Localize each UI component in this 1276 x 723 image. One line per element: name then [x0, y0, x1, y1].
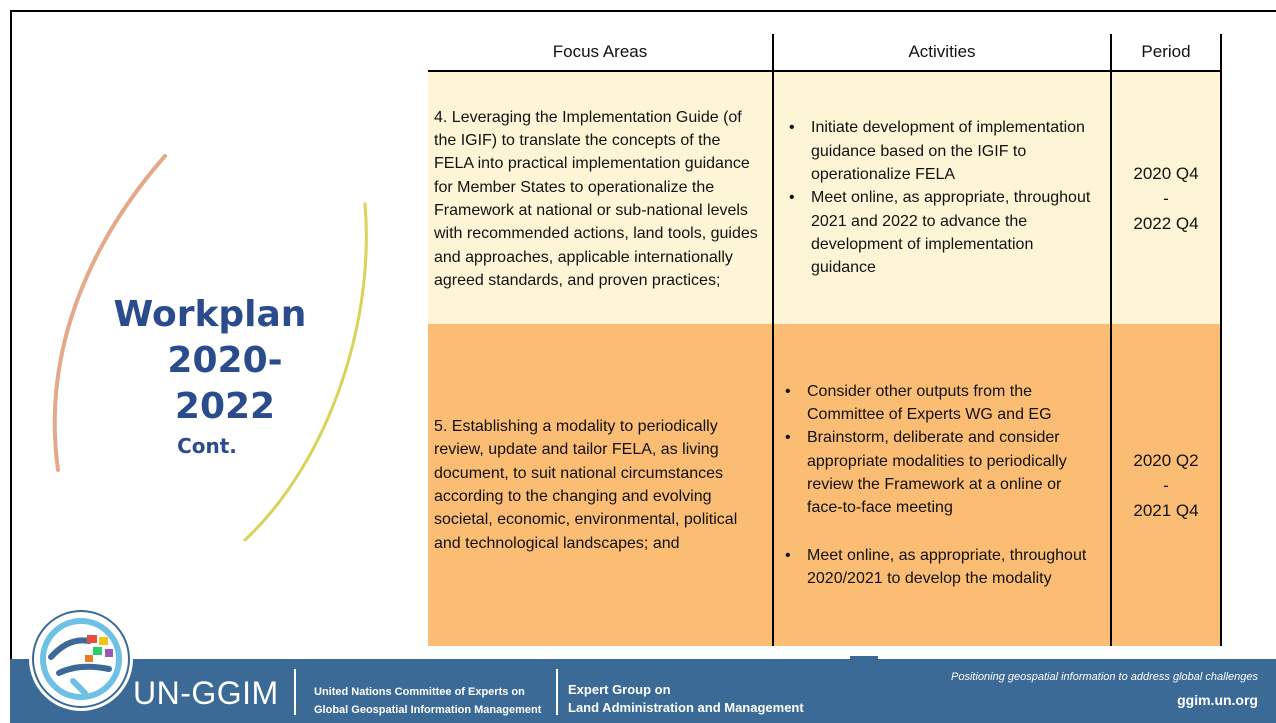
activities-list: Initiate development of implementation g… — [775, 116, 1109, 279]
focus-area-cell: 4. Leveraging the Implementation Guide (… — [428, 71, 774, 324]
arc-left — [52, 154, 167, 472]
period-cell: 2020 Q2 - 2021 Q4 — [1111, 324, 1222, 646]
activity-item: Meet online, as appropriate, throughout … — [789, 186, 1101, 279]
expert-group-name: Expert Group on Land Administration and … — [568, 681, 804, 717]
group-line-1: Expert Group on — [568, 682, 671, 697]
footer-tagline: Positioning geospatial information to ad… — [951, 671, 1258, 683]
activity-item: Initiate development of implementation g… — [789, 116, 1101, 186]
period-start: 2020 Q4 — [1133, 163, 1199, 183]
footer-bar: UN-GGIM United Nations Committee of Expe… — [10, 656, 1276, 723]
header-focus-areas: Focus Areas — [428, 34, 774, 72]
workplan-table: Focus Areas Activities Period 4. Leverag… — [428, 34, 1222, 646]
activity-item: Consider other outputs from the Committe… — [785, 380, 1101, 427]
un-ggim-logo-icon — [29, 607, 133, 711]
slide-frame — [10, 10, 1276, 723]
brand-name: UN-GGIM — [133, 675, 279, 711]
committee-line-2: Global Geospatial Information Management — [314, 704, 542, 716]
period-start: 2020 Q2 — [1133, 450, 1199, 470]
activities-cell: Consider other outputs from the Committe… — [773, 324, 1112, 646]
slide-title: Workplan 2020-2022 Cont. — [95, 292, 325, 460]
period-end: 2022 Q4 — [1133, 213, 1199, 233]
committee-line-1: United Nations Committee of Experts on — [314, 686, 525, 698]
table-row: 5. Establishing a modality to periodical… — [428, 324, 1222, 646]
footer-tab — [850, 656, 878, 660]
committee-name: United Nations Committee of Experts on G… — [314, 683, 541, 719]
activity-item: Brainstorm, deliberate and consider appr… — [785, 426, 1101, 519]
focus-area-cell: 5. Establishing a modality to periodical… — [428, 324, 774, 646]
header-activities: Activities — [773, 34, 1112, 72]
arc-right — [243, 202, 368, 542]
period-cell: 2020 Q4 - 2022 Q4 — [1111, 71, 1222, 324]
period-end: 2021 Q4 — [1133, 500, 1199, 520]
title-workplan: Workplan — [113, 294, 307, 335]
period-separator: - — [1163, 188, 1169, 208]
table-header-row: Focus Areas Activities Period — [428, 34, 1222, 72]
activities-cell: Initiate development of implementation g… — [773, 71, 1112, 324]
decorative-arcs — [52, 154, 368, 542]
table-row: 4. Leveraging the Implementation Guide (… — [428, 71, 1222, 324]
title-cont: Cont. — [177, 434, 237, 458]
title-years: 2020-2022 — [167, 340, 283, 427]
activity-item: Meet online, as appropriate, throughout … — [785, 544, 1101, 591]
header-period: Period — [1111, 34, 1222, 72]
period-separator: - — [1163, 475, 1169, 495]
footer-divider — [556, 669, 558, 715]
footer-divider — [294, 669, 296, 715]
website-link[interactable]: ggim.un.org — [1177, 692, 1258, 708]
activities-list: Consider other outputs from the Committe… — [775, 380, 1109, 590]
group-line-2: Land Administration and Management — [568, 700, 804, 715]
